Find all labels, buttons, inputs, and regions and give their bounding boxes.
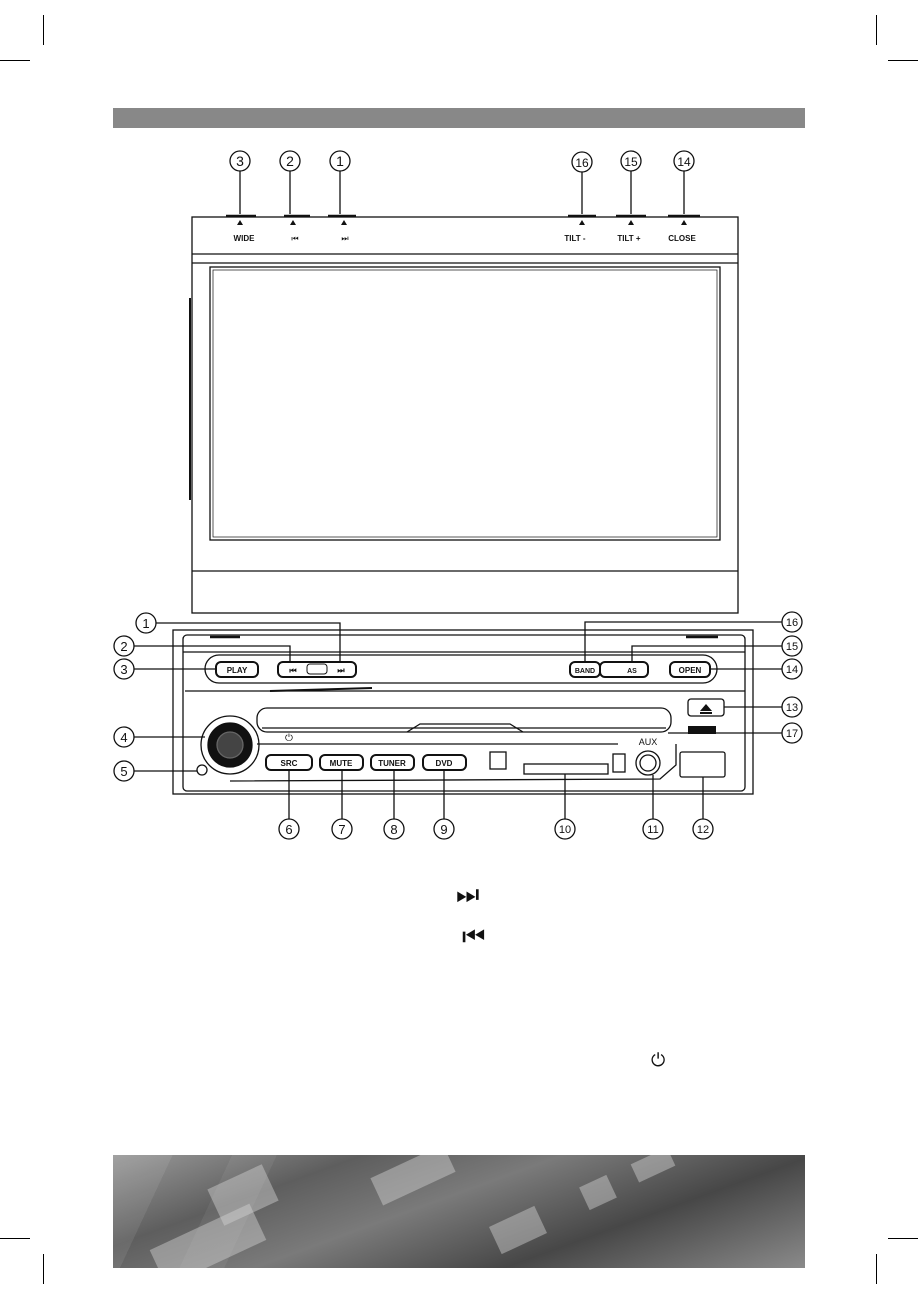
next-track-icon: ⏭ xyxy=(456,880,480,910)
callout-11: 11 xyxy=(647,824,658,836)
crop-mark xyxy=(0,1238,30,1239)
header-bar xyxy=(113,108,805,128)
power-icon: ⏻ xyxy=(651,1050,666,1071)
next-label: ⏭ xyxy=(341,234,348,243)
top-callout-14: 14 xyxy=(673,150,695,214)
top-callout-15: 15 xyxy=(620,150,642,214)
callout-12: 12 xyxy=(697,824,709,836)
callout-16: 16 xyxy=(786,617,798,629)
crop-mark xyxy=(43,1254,44,1284)
tuner-button xyxy=(370,754,415,771)
crop-mark xyxy=(888,60,918,61)
wide-label: WIDE xyxy=(234,234,256,243)
svg-text:1: 1 xyxy=(336,153,344,169)
callout-8: 8 xyxy=(390,822,397,837)
crop-mark xyxy=(876,1254,877,1284)
callout-15: 15 xyxy=(786,641,798,653)
callout-17: 17 xyxy=(786,728,798,740)
eject-icon xyxy=(700,704,712,711)
callout-5: 5 xyxy=(120,764,127,779)
top-callout-16: 16 xyxy=(571,151,593,214)
svg-text:16: 16 xyxy=(575,156,589,170)
crop-mark xyxy=(876,15,877,45)
close-label: CLOSE xyxy=(668,234,696,243)
svg-text:2: 2 xyxy=(286,153,294,169)
top-callout-1: 1 xyxy=(329,150,351,214)
reset-hole xyxy=(196,764,208,776)
front-panel-outer xyxy=(172,629,754,795)
play-label: PLAY xyxy=(227,666,248,675)
callout-4: 4 xyxy=(120,730,127,745)
prev-track-icon: ⏮ xyxy=(462,922,486,952)
callout-10: 10 xyxy=(559,824,571,836)
mute-label: MUTE xyxy=(330,759,353,768)
usb-logo xyxy=(688,726,716,734)
tilt-minus-label: TILT - xyxy=(564,234,586,243)
monitor-screen xyxy=(209,266,721,541)
top-callout-3: 3 xyxy=(229,150,251,214)
as-button xyxy=(599,661,649,678)
sd-slot xyxy=(523,763,609,775)
top-callout-2: 2 xyxy=(279,150,301,214)
callout-2: 2 xyxy=(120,639,127,654)
callout-14: 14 xyxy=(786,664,798,676)
ir-sensor xyxy=(489,751,507,770)
tilt-plus-label: TILT + xyxy=(617,234,641,243)
callout-13: 13 xyxy=(786,702,798,714)
svg-text:3: 3 xyxy=(236,153,244,169)
callout-1: 1 xyxy=(142,616,149,631)
dvd-label: DVD xyxy=(436,759,453,768)
aux-jack xyxy=(635,750,661,776)
svg-text:14: 14 xyxy=(677,155,691,169)
callout-6: 6 xyxy=(285,822,292,837)
crop-mark xyxy=(0,60,30,61)
aux-label: AUX xyxy=(639,737,658,747)
crop-mark xyxy=(888,1238,918,1239)
src-label: SRC xyxy=(281,759,298,768)
tuner-label: TUNER xyxy=(378,759,406,768)
next-icon: ⏭ xyxy=(337,666,345,675)
callout-9: 9 xyxy=(440,822,447,837)
power-icon: ⏻ xyxy=(285,733,293,744)
disc-slot xyxy=(256,707,672,733)
prev-icon: ⏮ xyxy=(289,666,296,675)
monitor-housing xyxy=(191,216,739,614)
crop-mark xyxy=(43,15,44,45)
open-label: OPEN xyxy=(679,666,702,675)
prev-label: ⏮ xyxy=(291,234,298,243)
as-label: AS xyxy=(627,668,637,675)
band-label: BAND xyxy=(575,668,595,675)
svg-text:15: 15 xyxy=(624,155,638,169)
callout-7: 7 xyxy=(338,822,345,837)
footer-decorative-image xyxy=(113,1155,805,1268)
volume-knob xyxy=(200,715,260,775)
usb-port xyxy=(679,751,726,778)
callout-3: 3 xyxy=(120,662,127,677)
